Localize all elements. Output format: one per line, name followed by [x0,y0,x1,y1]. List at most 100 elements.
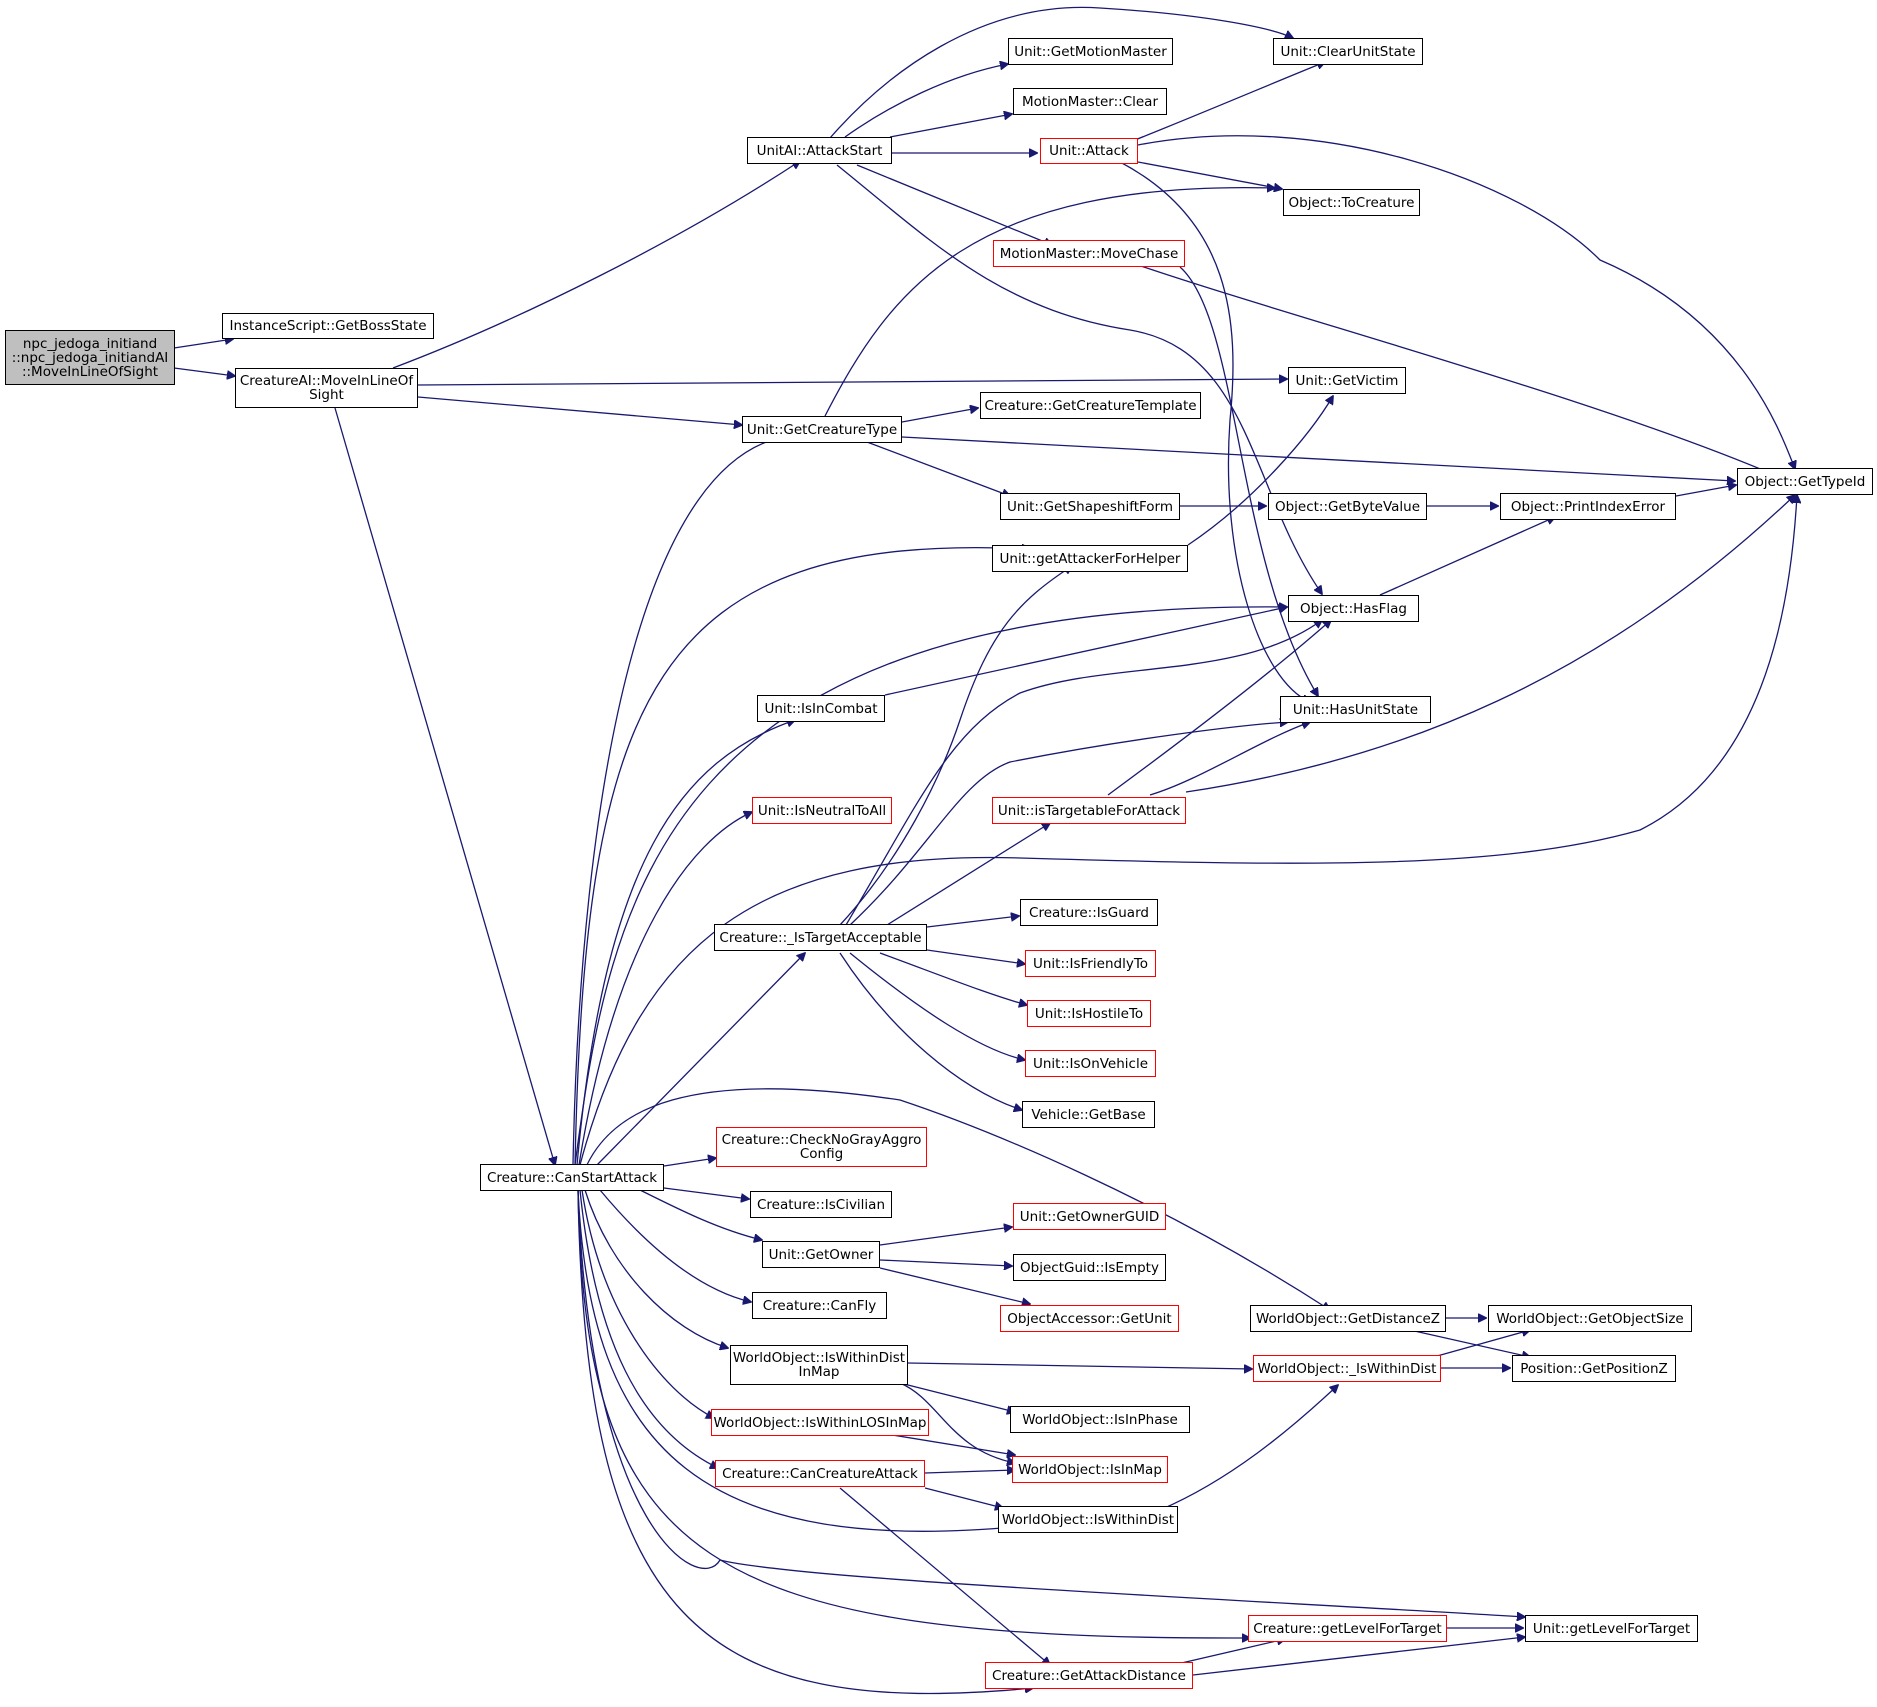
node-motionmaster-movechase[interactable]: MotionMaster::MoveChase [993,240,1185,267]
node-unit-istargetableforattack[interactable]: Unit::isTargetableForAttack [992,797,1186,824]
edge [924,1487,1003,1508]
edge [639,1189,762,1240]
edge [392,161,800,369]
edge [334,407,555,1165]
node-worldobject-iswithindist-private[interactable]: WorldObject::_IsWithinDist [1253,1355,1441,1382]
node-creatureai-moveinlineofsight[interactable]: CreatureAI::MoveInLineOf Sight [235,368,418,408]
node-unit-getownerguid[interactable]: Unit::GetOwnerGUID [1013,1203,1166,1230]
node-unit-isincombat[interactable]: Unit::IsInCombat [757,695,885,722]
edge [879,1267,1030,1304]
node-creature-getlevelfortarget[interactable]: Creature::getLevelForTarget [1248,1615,1447,1642]
node-creature-getattackdistance[interactable]: Creature::GetAttackDistance [985,1662,1193,1689]
node-creature-checknograyaggroconfig[interactable]: Creature::CheckNoGrayAggro Config [716,1127,927,1167]
edge [839,952,1022,1110]
edge [1187,396,1333,546]
edge [577,1189,1033,1695]
node-worldobject-isinmap[interactable]: WorldObject::IsInMap [1012,1456,1168,1483]
edge [1149,722,1310,796]
edge [856,164,1052,245]
node-vehicle-getbase[interactable]: Vehicle::GetBase [1022,1101,1155,1128]
edge [1192,1637,1525,1676]
edge [889,114,1012,138]
edge [907,1362,1252,1369]
node-worldobject-iswithindistinmap[interactable]: WorldObject::IsWithinDist InMap [730,1345,908,1385]
edge [577,1189,1035,1532]
node-object-hasflag[interactable]: Object::HasFlag [1288,595,1419,622]
node-object-getbytevalue[interactable]: Object::GetByteValue [1268,493,1427,520]
node-creature-canfly[interactable]: Creature::CanFly [752,1292,887,1319]
edge [899,1382,1015,1412]
edge [1137,264,1777,476]
edge [824,188,1275,417]
edge [845,620,1322,926]
edge [584,1189,728,1348]
edge [836,164,1322,594]
node-unit-getvictim[interactable]: Unit::GetVictim [1288,367,1406,394]
edge [579,1189,718,1468]
edge [663,1187,749,1199]
edge [1119,161,1310,702]
edge [1675,485,1736,497]
edge [1159,1385,1338,1511]
edge [1137,161,1282,189]
node-object-tocreature[interactable]: Object::ToCreature [1283,189,1420,216]
node-worldobject-getobjectsize[interactable]: WorldObject::GetObjectSize [1488,1305,1692,1332]
node-unit-getmotionmaster[interactable]: Unit::GetMotionMaster [1008,38,1173,65]
edge [839,566,1072,926]
edge [884,607,1287,696]
edge [866,441,1010,496]
node-unit-getowner[interactable]: Unit::GetOwner [762,1241,880,1268]
node-unit-attack[interactable]: Unit::Attack [1040,138,1138,164]
edge [839,1487,1050,1665]
edge [574,548,1030,1166]
node-worldobject-getdistancez[interactable]: WorldObject::GetDistanceZ [1250,1305,1446,1332]
node-objectaccessor-getunit[interactable]: ObjectAccessor::GetUnit [1000,1305,1179,1332]
node-creature-isguard[interactable]: Creature::IsGuard [1020,899,1158,926]
edge [1379,517,1555,596]
edge [173,367,235,376]
node-creature-istargetacceptable[interactable]: Creature::_IsTargetAcceptable [714,924,927,951]
edge [173,339,233,349]
node-creature-iscivilian[interactable]: Creature::IsCivilian [750,1191,892,1218]
edge [577,1189,1250,1638]
edge [596,953,805,1166]
node-position-getpositionz[interactable]: Position::GetPositionZ [1512,1355,1676,1382]
edge [879,1227,1012,1246]
node-unit-isneutraltoall[interactable]: Unit::IsNeutralToAll [752,797,892,824]
edge [577,1189,1525,1617]
edge [599,1189,751,1302]
node-unit-getlevelfortarget[interactable]: Unit::getLevelForTarget [1525,1615,1698,1642]
node-creature-canstartattack[interactable]: Creature::CanStartAttack [480,1164,664,1191]
node-worldobject-isinphase[interactable]: WorldObject::IsInPhase [1010,1406,1190,1433]
node-unit-getcreaturetype[interactable]: Unit::GetCreatureType [742,416,902,443]
node-unit-clearunitstate[interactable]: Unit::ClearUnitState [1273,38,1423,65]
node-unit-getshapeshiftform[interactable]: Unit::GetShapeshiftForm [1000,493,1180,520]
node-unit-isonvehicle[interactable]: Unit::IsOnVehicle [1025,1050,1156,1077]
node-instancescript-getbossstate[interactable]: InstanceScript::GetBossState [222,313,434,339]
edge [879,1432,1015,1455]
node-worldobject-iswithinlosinmap[interactable]: WorldObject::IsWithinLOSInMap [711,1409,929,1436]
root-function-node: npc_jedoga_initiand ::npc_jedoga_initian… [5,330,175,385]
edge [417,379,1287,386]
node-unit-hasunitstate[interactable]: Unit::HasUnitState [1280,696,1431,723]
node-motionmaster-clear[interactable]: MotionMaster::Clear [1013,88,1167,115]
node-unit-isfriendlyto[interactable]: Unit::IsFriendlyTo [1025,950,1156,977]
edge [574,607,1287,1166]
edge [1429,1330,1530,1359]
edge [844,64,1008,138]
edge [577,1088,1330,1310]
edge [829,6,1293,139]
node-worldobject-iswithindist[interactable]: WorldObject::IsWithinDist [998,1506,1178,1533]
node-objectguid-isempty[interactable]: ObjectGuid::IsEmpty [1013,1254,1166,1281]
edge [579,495,1797,1166]
node-unitai-attackstart[interactable]: UnitAI::AttackStart [747,137,892,164]
node-object-gettypeid[interactable]: Object::GetTypeId [1737,468,1873,495]
node-unit-getattackerforhelper[interactable]: Unit::getAttackerForHelper [992,545,1188,572]
edge [901,408,978,423]
node-unit-ishostileto[interactable]: Unit::IsHostileTo [1027,1000,1151,1027]
node-object-printindexerror[interactable]: Object::PrintIndexError [1500,493,1676,520]
node-creature-getcreaturetemplate[interactable]: Creature::GetCreatureTemplate [980,392,1201,419]
node-creature-cancreatureattack[interactable]: Creature::CanCreatureAttack [715,1460,925,1487]
